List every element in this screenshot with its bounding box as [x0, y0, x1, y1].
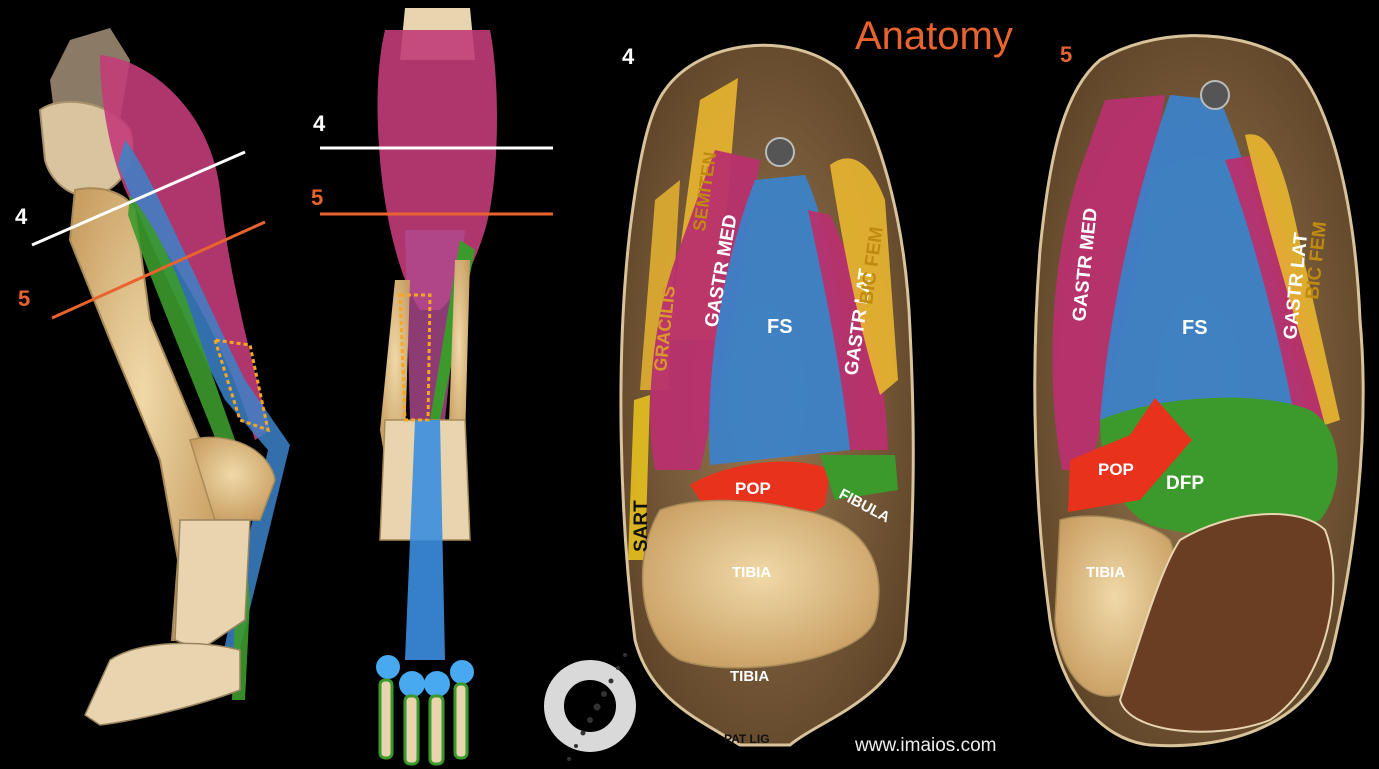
label-dfp: DFP — [1166, 473, 1204, 494]
label-fs-4: FS — [767, 316, 793, 338]
vessel-section-4 — [766, 138, 794, 166]
level-5-lateral: 5 — [18, 286, 30, 311]
label-pop-4: POP — [735, 479, 771, 498]
tibia-bone-section-4 — [643, 501, 879, 668]
label-tibia-4-lower: TIBIA — [730, 668, 769, 685]
digit-bones — [380, 680, 467, 764]
website-url[interactable]: www.imaios.com — [855, 735, 996, 757]
slide-title: Anatomy — [855, 14, 1013, 59]
label-sart: SART — [631, 500, 652, 552]
label-tibia-4-upper: TIBIA — [732, 564, 771, 581]
vessel-section-5 — [1201, 81, 1229, 109]
section-5 — [1035, 36, 1363, 746]
caudal-limb-view — [320, 8, 553, 764]
label-tibia-5: TIBIA — [1086, 564, 1125, 581]
level-4-lateral: 4 — [15, 204, 28, 229]
level-4-section-label: 4 — [622, 44, 635, 69]
label-fs-5: FS — [1182, 317, 1208, 339]
level-5-caudal: 5 — [311, 185, 323, 210]
level-4-caudal: 4 — [313, 111, 326, 136]
imaios-logo — [554, 653, 627, 761]
paw-bones — [85, 643, 240, 725]
label-pat-lig: PAT LIG — [724, 732, 770, 746]
section-4 — [621, 45, 913, 745]
lateral-limb-view — [32, 28, 290, 725]
level-5-section-label: 5 — [1060, 42, 1072, 67]
label-pop-5: POP — [1098, 460, 1134, 479]
